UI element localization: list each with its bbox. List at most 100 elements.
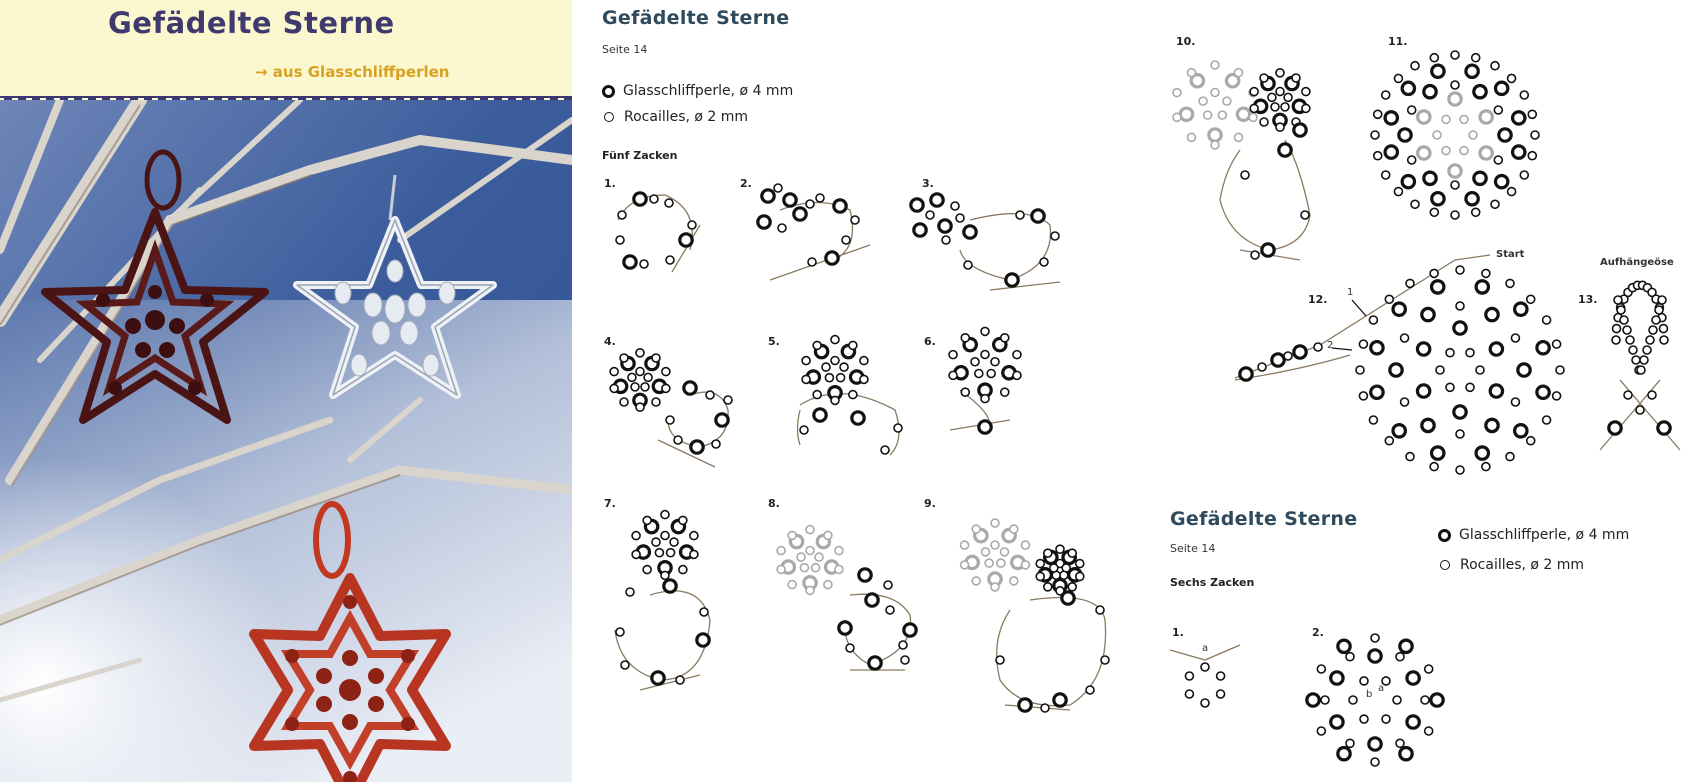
glass-bead: [1516, 362, 1532, 378]
diagram-letter: a: [1378, 683, 1385, 694]
seed-bead: [1441, 145, 1451, 156]
seed-bead: [848, 389, 858, 400]
seed-bead: [1320, 695, 1330, 705]
seed-bead: [1067, 582, 1078, 592]
seed-bead: [1300, 210, 1310, 220]
glass-bead: [1178, 106, 1195, 123]
seed-bead: [1270, 102, 1280, 112]
seed-bead: [980, 393, 990, 404]
seed-bead: [970, 356, 980, 367]
legend-label: Glasschliffperle, ø 4 mm: [623, 83, 794, 99]
glass-bead: [1510, 110, 1527, 126]
seed-bead: [1505, 451, 1515, 462]
glass-bead: [1607, 420, 1623, 436]
glass-bead: [912, 222, 928, 238]
seed-bead: [1395, 651, 1405, 662]
seed-bead: [1283, 351, 1293, 361]
seed-bead: [1455, 429, 1465, 439]
glass-bead: [1488, 383, 1505, 399]
legend-label: Glasschliffperle, ø 4 mm: [1459, 527, 1630, 543]
seed-bead: [950, 201, 960, 211]
seed-bead: [980, 547, 991, 557]
seed-bead: [1100, 655, 1110, 665]
thread-line: [1599, 379, 1681, 451]
thread-line: [614, 590, 711, 691]
seed-bead: [1301, 86, 1311, 97]
seed-bead: [660, 509, 670, 520]
glass-bead: [1292, 344, 1308, 360]
step-number: 7.: [604, 497, 616, 510]
legend-small-bead: Rocailles, ø 2 mm: [602, 109, 748, 125]
seed-bead: [823, 579, 833, 590]
glass-bead: [682, 380, 698, 396]
glass-bead: [837, 620, 853, 636]
seed-bead: [974, 368, 984, 379]
seed-bead: [980, 349, 990, 360]
glass-bead: [1270, 352, 1286, 368]
glass-bead: [1464, 190, 1480, 207]
seed-bead: [834, 545, 844, 556]
glass-bead: [1478, 109, 1494, 125]
seed-bead: [1648, 325, 1658, 335]
seed-bead: [814, 552, 824, 562]
seed-bead: [1611, 335, 1621, 345]
seed-bead: [1316, 726, 1327, 736]
seed-bead: [1039, 257, 1049, 267]
seed-bead: [1613, 295, 1623, 305]
seed-bead: [1345, 738, 1355, 749]
seed-bead: [1283, 92, 1293, 103]
seed-bead: [1313, 342, 1323, 352]
seed-bead: [1658, 323, 1669, 334]
seed-bead: [1020, 560, 1031, 570]
glass-bead: [1329, 714, 1345, 730]
glass-bead: [1497, 127, 1513, 143]
seed-bead: [1381, 676, 1391, 686]
seed-bead: [821, 362, 831, 372]
glass-bead: [695, 632, 711, 648]
seed-bead: [1248, 112, 1258, 123]
seed-bead: [1095, 605, 1105, 615]
seed-bead: [960, 387, 971, 397]
seed-bead: [635, 347, 645, 358]
seed-bead: [1636, 365, 1646, 375]
seed-bead: [1345, 651, 1355, 662]
arrow: [1351, 299, 1367, 317]
seed-bead: [1280, 102, 1290, 112]
seed-bead: [835, 372, 846, 383]
seed-bead: [1240, 170, 1250, 180]
glass-bead: [937, 218, 953, 234]
glass-bead: [1430, 190, 1446, 207]
seed-bead: [1359, 676, 1369, 686]
seed-bead: [1372, 150, 1383, 161]
seed-bead: [1459, 114, 1469, 125]
seed-bead: [1639, 355, 1649, 365]
seed-bead: [1527, 150, 1538, 161]
seed-bead: [848, 340, 858, 351]
seed-bead: [1055, 544, 1065, 555]
seed-bead: [986, 368, 996, 379]
seed-bead: [642, 564, 652, 575]
glass-bead: [1238, 366, 1254, 382]
seed-bead: [787, 530, 797, 541]
seed-bead: [1429, 461, 1439, 472]
seed-bead: [1406, 155, 1417, 165]
glass-bead: [1493, 173, 1510, 190]
glass-bead: [1336, 638, 1352, 655]
seed-bead: [1074, 571, 1085, 582]
seed-bead: [810, 562, 821, 573]
small-bead-icon: [604, 112, 614, 122]
seed-bead: [839, 362, 849, 372]
glass-bead: [1224, 72, 1241, 89]
glass-bead: [1510, 144, 1527, 160]
seed-bead: [673, 435, 683, 445]
seed-bead: [635, 366, 645, 377]
seed-bead: [1249, 103, 1259, 114]
legend-large-bead: Glasschliffperle, ø 4 mm: [1438, 527, 1629, 543]
seed-bead: [1172, 87, 1182, 98]
glass-bead: [1656, 420, 1672, 436]
seed-bead: [1380, 90, 1391, 100]
glass-bead: [756, 214, 772, 230]
seed-bead: [1275, 122, 1285, 132]
seed-bead: [1459, 145, 1469, 156]
